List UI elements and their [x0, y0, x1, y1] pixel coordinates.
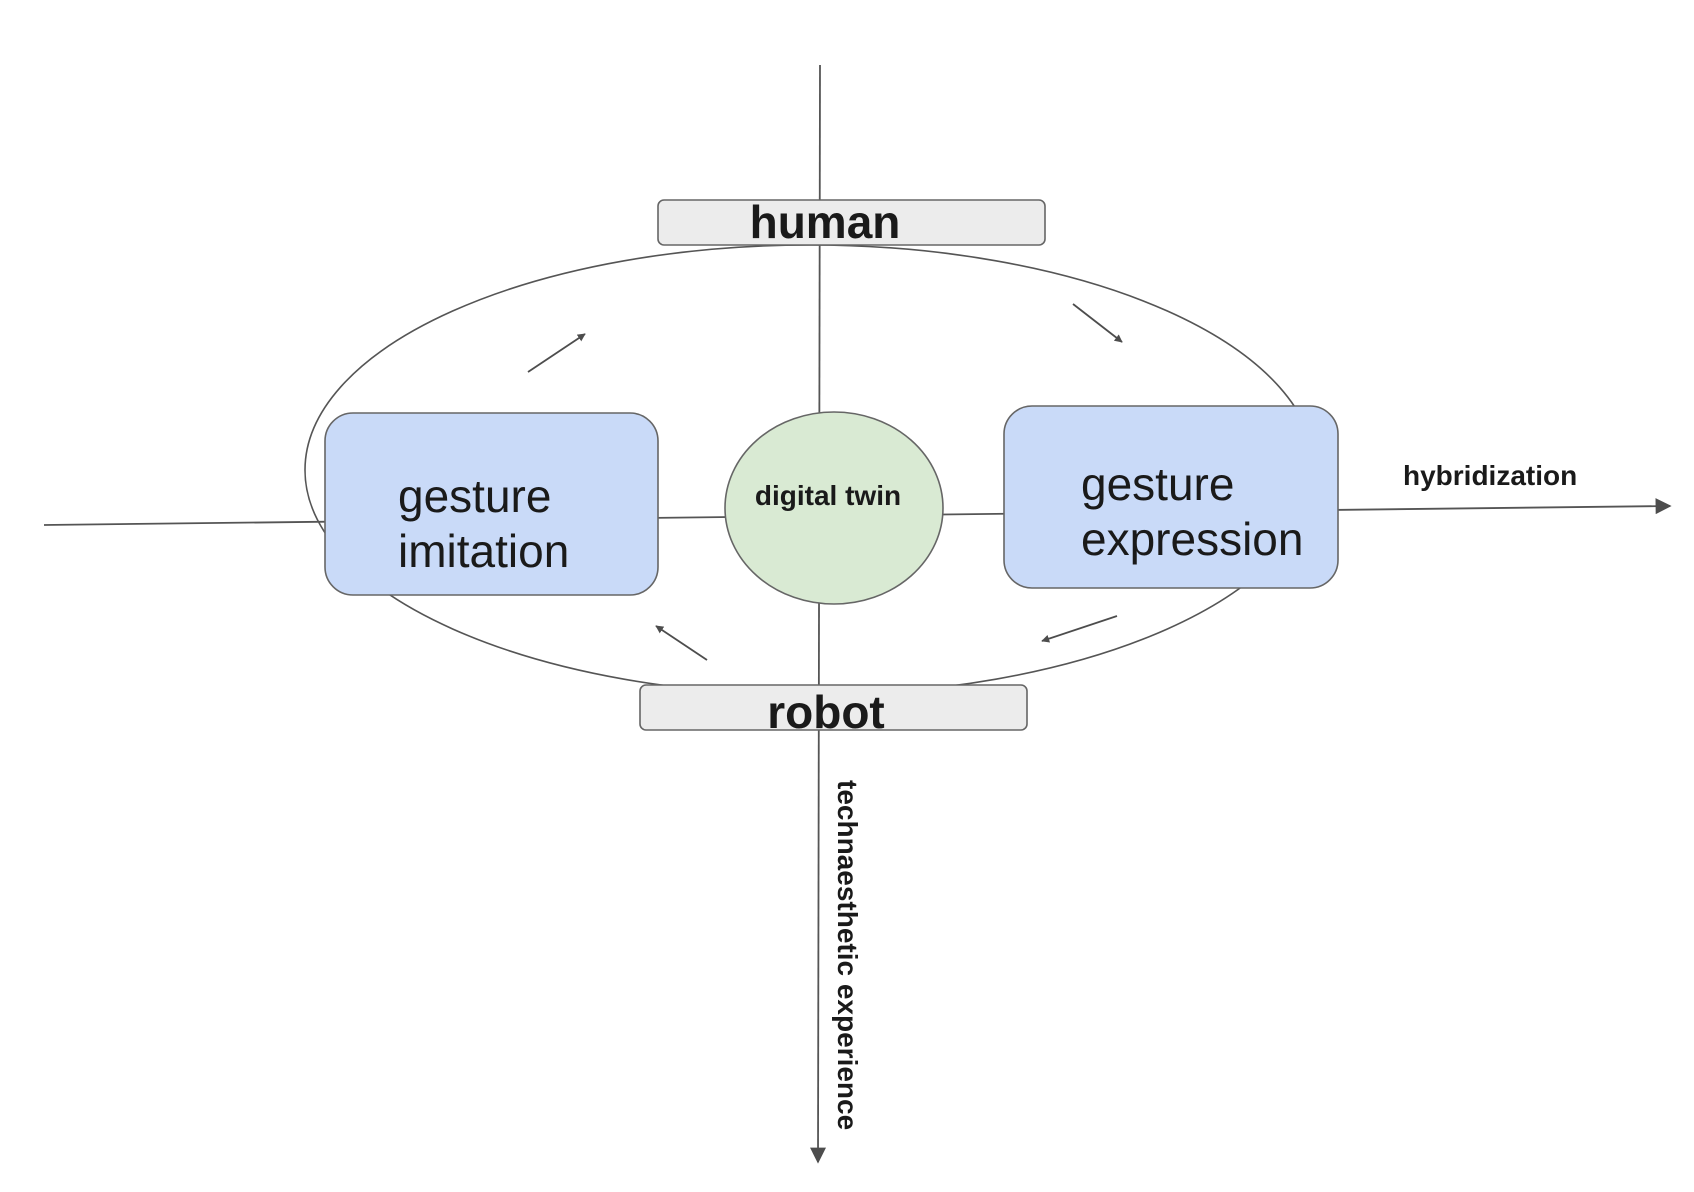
arrow-up-left: [655, 625, 708, 661]
technaesthetic-experience-label: technaesthetic experience: [832, 780, 863, 1130]
arrow-down-left: [1041, 615, 1118, 643]
gesture-expression-node: gesture expression: [1003, 405, 1339, 589]
robot-node: robot: [639, 684, 1028, 738]
gesture-expression-line-1: gesture: [1081, 458, 1234, 510]
arrow-up-right: [527, 333, 586, 373]
digital-twin-node: digital twin: [724, 411, 944, 605]
gesture-imitation-node: gesture imitation: [324, 412, 659, 596]
digital-twin-label: digital twin: [755, 480, 901, 511]
robot-label: robot: [767, 686, 885, 738]
gesture-imitation-line-1: gesture: [398, 470, 551, 522]
gesture-expression-line-2: expression: [1081, 513, 1303, 565]
vertical-axis-line: [810, 64, 827, 1164]
gesture-imitation-line-2: imitation: [398, 525, 569, 577]
human-label: human: [750, 196, 901, 248]
hybridization-label: hybridization: [1403, 460, 1577, 491]
human-node: human: [657, 196, 1046, 248]
arrow-down-right: [1072, 303, 1123, 343]
